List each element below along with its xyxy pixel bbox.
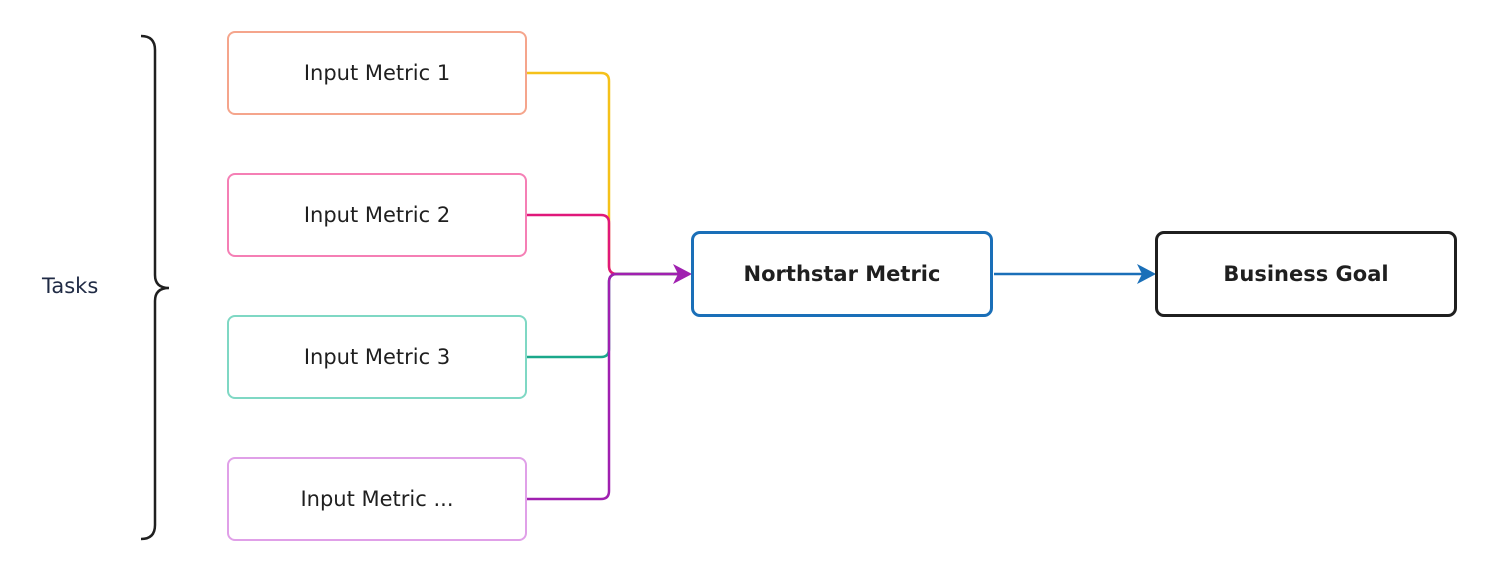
input-metric-3-label: Input Metric 3 (303, 345, 451, 369)
connector-input-2 (527, 213, 680, 276)
connector-input-1 (527, 71, 680, 276)
input-metric-more-box[interactable]: Input Metric ... (227, 457, 527, 541)
input-metric-3-box[interactable]: Input Metric 3 (227, 315, 527, 399)
connector-input-4 (527, 272, 680, 501)
tasks-label: Tasks (42, 274, 99, 298)
arrowhead-goal (1137, 264, 1156, 284)
connector-input-3 (527, 272, 680, 359)
arrowhead-northstar (673, 264, 692, 284)
input-metric-1-box[interactable]: Input Metric 1 (227, 31, 527, 115)
business-goal-box[interactable]: Business Goal (1155, 231, 1457, 317)
northstar-metric-box[interactable]: Northstar Metric (691, 231, 993, 317)
tasks-brace (140, 34, 170, 541)
northstar-metric-label: Northstar Metric (743, 262, 941, 286)
input-metric-2-label: Input Metric 2 (303, 203, 451, 227)
input-metric-2-box[interactable]: Input Metric 2 (227, 173, 527, 257)
input-metric-1-label: Input Metric 1 (303, 61, 451, 85)
input-metric-more-label: Input Metric ... (300, 487, 454, 511)
business-goal-label: Business Goal (1223, 262, 1389, 286)
